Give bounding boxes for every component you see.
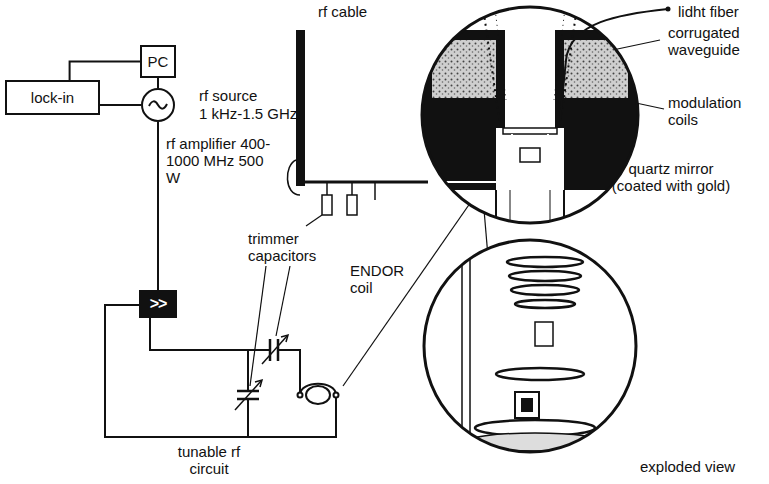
source-label: rf source: [199, 87, 233, 105]
part-label: trimmer capacitors: [248, 230, 328, 264]
source-label: 1 kHz-1.5 GHz: [199, 105, 233, 123]
part-label: lidht fiber: [678, 3, 739, 20]
part-label: tunable rf circuit: [174, 443, 244, 477]
rf-source-symbol: rf source1 kHz-1.5 GHz: [141, 88, 175, 122]
part-label: corrugated waveguide: [668, 24, 760, 58]
part-label: ENDOR coil: [350, 262, 412, 296]
circuit-wires: [105, 305, 336, 437]
part-label: exploded view: [640, 458, 735, 475]
part-label: modulation coils: [668, 94, 760, 128]
trimmer-symbols: [322, 182, 375, 215]
box-text: >>: [150, 295, 167, 313]
rf-amplifier-box: >>: [139, 290, 177, 318]
resonator-cross-section: [418, 0, 644, 230]
box-text: lock-in: [31, 89, 74, 107]
pc-box: PC: [140, 45, 176, 78]
signal-wire: [70, 62, 140, 81]
source-circle: [141, 88, 175, 122]
signal-wire: [157, 122, 159, 290]
light-fiber: [560, 9, 668, 120]
part-label: rf cable: [318, 3, 367, 20]
lock-in-box: lock-in: [5, 80, 100, 115]
part-label: quartz mirror (coated with gold): [606, 160, 736, 194]
endor-coil-symbol: [298, 384, 339, 404]
sine-symbol: [149, 101, 167, 108]
spec-label: rf amplifier 400-1000 MHz 500 W: [166, 135, 272, 186]
box-text: PC: [148, 53, 169, 71]
shunt-capacitor: [235, 380, 262, 410]
exploded-view-figure: [420, 238, 640, 458]
signal-wire: [157, 78, 159, 88]
signal-wire: [100, 104, 141, 106]
series-capacitor: [262, 335, 288, 364]
rf-cable: [296, 30, 305, 186]
